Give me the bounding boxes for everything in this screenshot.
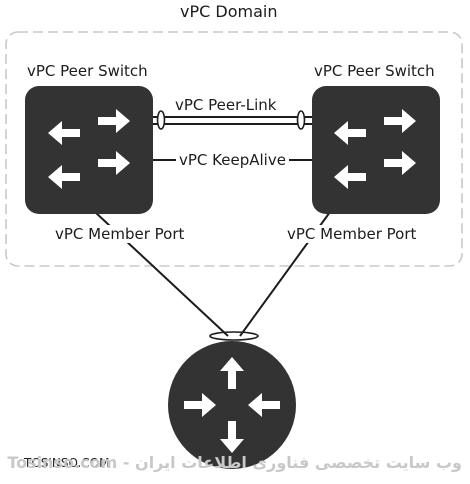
switch-left [25,86,153,214]
switch-left-label: vPC Peer Switch [27,62,148,80]
peer-link-label: vPC Peer-Link [172,96,280,114]
member-port-left-label: vPC Member Port [52,225,188,243]
port-channel-ring [209,331,259,341]
vpc-domain-boundary [5,31,463,267]
watermark-right: Tosinso.com - وب سایت تخصصی فناوری اطلاع… [7,453,462,472]
watermark-left: TOSINSO.COM [24,456,110,470]
vpc-domain-label: vPC Domain [180,2,278,21]
peer-link [152,110,312,130]
router [168,341,296,469]
member-port-right-label: vPC Member Port [284,225,420,243]
switch-right [312,86,440,214]
switch-right-label: vPC Peer Switch [314,62,435,80]
keepalive-label: vPC KeepAlive [176,151,289,169]
